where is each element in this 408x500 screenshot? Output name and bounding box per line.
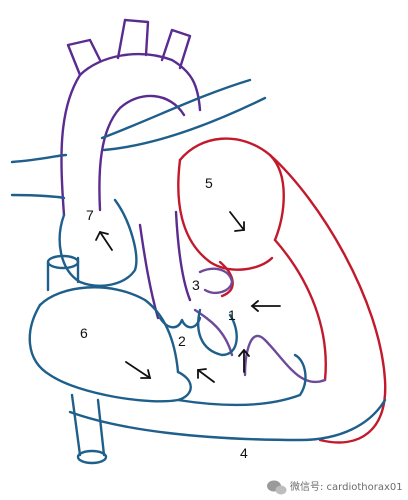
label-7: 7 — [86, 207, 94, 223]
brachiocephalic-branch — [68, 40, 100, 75]
arrow-atrium-up — [100, 232, 112, 250]
pulmonary-artery-right — [12, 155, 66, 162]
outflow-notch — [200, 269, 232, 293]
watermark: 微信号: cardiothorax01 — [267, 480, 403, 495]
pulmonary-artery-left-lower — [104, 98, 265, 150]
left-atrium-wall — [180, 139, 284, 240]
left-atrium-inner — [178, 160, 272, 270]
wechat-icon — [267, 481, 287, 495]
right-ventricle-inner — [40, 287, 178, 372]
ivc-opening — [78, 451, 106, 463]
watermark-text: 微信号: cardiothorax01 — [290, 480, 403, 493]
inferior-vena-cava — [72, 395, 104, 455]
label-6: 6 — [80, 325, 88, 341]
left-carotid-branch — [118, 20, 148, 58]
pulmonary-artery-right-lower — [12, 195, 64, 198]
right-ventricle-wall — [30, 305, 191, 401]
arrow-rv-inflow — [126, 362, 150, 378]
interventricular-channel — [195, 310, 232, 355]
pulmonary-artery-left — [102, 80, 250, 138]
arrow-left-atrium-down — [230, 212, 244, 230]
arrow-rv-outflow — [198, 370, 214, 382]
label-2: 2 — [178, 333, 186, 349]
label-1: 1 — [228, 307, 236, 323]
ventricular-septum — [245, 336, 325, 382]
label-3: 3 — [192, 277, 200, 293]
right-atrium-wall — [60, 200, 137, 286]
label-4: 4 — [240, 445, 248, 461]
label-5: 5 — [205, 175, 213, 191]
aortic-arch-inner — [99, 96, 184, 210]
